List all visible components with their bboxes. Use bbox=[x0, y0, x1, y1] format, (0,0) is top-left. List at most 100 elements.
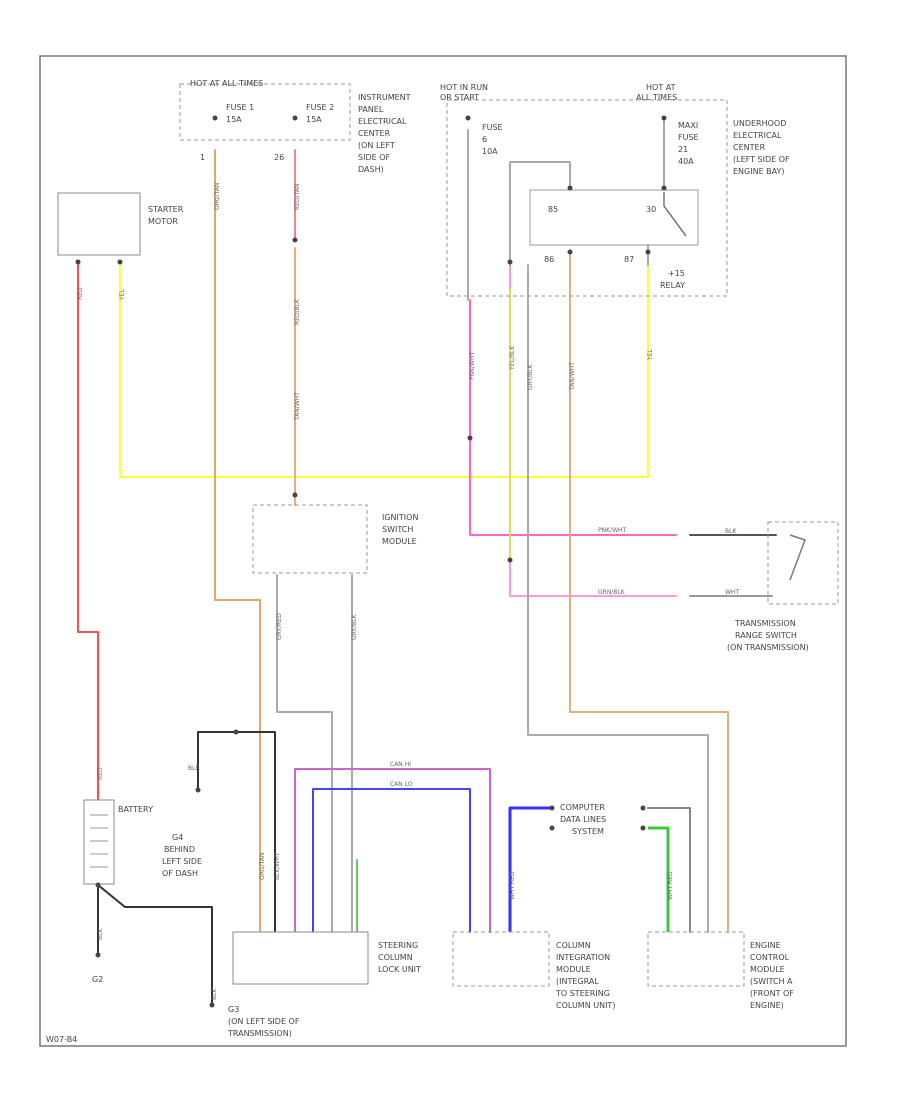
wire-label-red-tan: RED/TAN bbox=[294, 184, 301, 210]
wire-label-blk-lower: BLK/WHT bbox=[274, 852, 281, 880]
connector-dot bbox=[507, 557, 513, 563]
connector-dot bbox=[467, 435, 473, 441]
wire-label-tan-wht: TAN/WHT bbox=[294, 392, 301, 421]
wire-ecm-blk bbox=[647, 807, 691, 933]
engine-control-module bbox=[647, 931, 745, 987]
wire-label-grn: WHT RED bbox=[667, 871, 674, 900]
column-integration-module bbox=[452, 931, 550, 987]
wire-starter-battery-red bbox=[77, 261, 99, 881]
wire-label-red-blk: RED/BLK bbox=[294, 298, 301, 325]
wire-label-grayblk: GRY/BLK bbox=[527, 363, 534, 390]
fuse2-label: FUSE 2 bbox=[306, 103, 334, 112]
wire-label-red: RED bbox=[77, 287, 84, 300]
wire-gray-long bbox=[527, 264, 709, 933]
wire-label-blu: WHT RED bbox=[509, 871, 516, 900]
maxi-number: 21 bbox=[678, 145, 688, 154]
battery-box bbox=[83, 799, 115, 885]
wire-g4-black bbox=[197, 731, 276, 933]
wire-label-pink: PNK/WHT bbox=[469, 351, 476, 380]
connector-dot bbox=[507, 259, 513, 265]
fuse6-rating: 10A bbox=[482, 147, 498, 156]
ip-fuse-header: HOT AT ALL TIMES bbox=[190, 79, 263, 88]
wire-label-yel2: YEL bbox=[647, 349, 654, 361]
connector-dot bbox=[75, 259, 81, 265]
connector-dot bbox=[95, 882, 101, 888]
trans-pin-a: BLK bbox=[725, 528, 737, 535]
fuse2-rating: 15A bbox=[306, 115, 322, 124]
ignition-label: IGNITION SWITCH MODULE bbox=[382, 513, 421, 546]
steering-lock-unit bbox=[232, 931, 369, 985]
connector-dot bbox=[645, 249, 651, 255]
diagram-id: W07-B4 bbox=[46, 1035, 77, 1044]
trans-switch-icon bbox=[789, 534, 806, 581]
relay-pin-87: 87 bbox=[624, 255, 634, 264]
datalink-label: COMPUTER DATA LINES SYSTEM bbox=[560, 803, 609, 836]
starter-label: STARTER MOTOR bbox=[148, 205, 186, 226]
connector-dot bbox=[292, 115, 298, 121]
ip-fuse-block bbox=[179, 83, 351, 141]
maxi-label: MAXI FUSE bbox=[678, 121, 701, 142]
g4-ground-desc: G4 BEHIND LEFT SIDE OF DASH bbox=[162, 833, 205, 878]
wire-relay-feed bbox=[509, 161, 571, 266]
fuse6-label: FUSE bbox=[482, 123, 503, 132]
wire-fuse1-orange bbox=[214, 149, 261, 933]
starter-motor-box bbox=[57, 192, 141, 256]
wire-battery-g3 bbox=[97, 884, 213, 1006]
wire-label-can-lo: CAN LO bbox=[390, 781, 413, 788]
relay-pin-86: 86 bbox=[544, 255, 554, 264]
wire-label-battery-red: RED bbox=[97, 767, 104, 780]
fuse6-number: 6 bbox=[482, 135, 487, 144]
connector-dot bbox=[465, 115, 471, 121]
connector-dot bbox=[661, 115, 667, 121]
relay-pin-85: 85 bbox=[548, 205, 558, 214]
wire-label-battery-blk: BLK bbox=[97, 928, 104, 940]
connector-dot bbox=[212, 115, 218, 121]
relay-box bbox=[529, 189, 699, 246]
run-header: HOT IN RUN OR START bbox=[440, 83, 491, 102]
wire-label-yelblk: YEL/BLK bbox=[509, 345, 516, 371]
connector-dot bbox=[640, 825, 646, 831]
ecm-label: ENGINE CONTROL MODULE (SWITCH A (FRONT O… bbox=[750, 941, 796, 1010]
connector-dot bbox=[95, 952, 101, 958]
ignition-switch-module bbox=[252, 504, 368, 574]
wire-label-orange-lower: ORG/TAN bbox=[259, 853, 266, 880]
connector-dots bbox=[75, 115, 667, 1008]
wire-pink-trans bbox=[469, 299, 677, 536]
fuse1-rating: 15A bbox=[226, 115, 242, 124]
relay-pin-30: 30 bbox=[646, 205, 656, 214]
connector-dot bbox=[661, 185, 667, 191]
connector-dot bbox=[567, 249, 573, 255]
connector-dot bbox=[117, 259, 123, 265]
g2-ground-label: G2 bbox=[92, 975, 103, 984]
connector-dot bbox=[567, 185, 573, 191]
wire-can-lo-blue bbox=[312, 788, 471, 933]
connector-dot bbox=[233, 729, 239, 735]
wire-can-hi-purple bbox=[294, 768, 491, 933]
all-header: HOT AT ALL TIMES bbox=[636, 83, 678, 102]
connector-dot bbox=[292, 492, 298, 498]
wire-label-gray1: GRY/RED bbox=[276, 613, 283, 640]
wire-label-can-hi: CAN HI bbox=[390, 761, 411, 768]
wire-starter-yellow bbox=[119, 261, 649, 478]
g4-wire-label: BLK bbox=[188, 765, 200, 772]
wire-label-yel: YEL bbox=[119, 289, 126, 301]
wire-label-pink-horiz: PNK/WHT bbox=[598, 527, 627, 534]
g3-ground-desc: G3 (ON LEFT SIDE OF TRANSMISSION) bbox=[227, 1005, 302, 1038]
fuse2-pin: 26 bbox=[274, 153, 284, 162]
connector-dot bbox=[195, 787, 201, 793]
connector-dot bbox=[640, 805, 646, 811]
fuse1-pin: 1 bbox=[200, 153, 205, 162]
wire-label-pink2-horiz: GRN/BLK bbox=[598, 589, 626, 596]
connector-dot bbox=[549, 825, 555, 831]
wire-label-tan: TAN/WHT bbox=[569, 362, 576, 391]
wire-ign-gray-left bbox=[276, 574, 333, 933]
connector-dot bbox=[292, 237, 298, 243]
connector-dot bbox=[209, 1002, 215, 1008]
ip-fuse-desc: INSTRUMENT PANEL ELECTRICAL CENTER (ON L… bbox=[358, 93, 413, 174]
trans-range-switch bbox=[767, 521, 839, 605]
wire-label-g3-blk: BLK bbox=[211, 988, 218, 1000]
diagram-border bbox=[39, 55, 847, 1047]
fuse1-label: FUSE 1 bbox=[226, 103, 254, 112]
relay-label: +15 RELAY bbox=[660, 269, 687, 290]
